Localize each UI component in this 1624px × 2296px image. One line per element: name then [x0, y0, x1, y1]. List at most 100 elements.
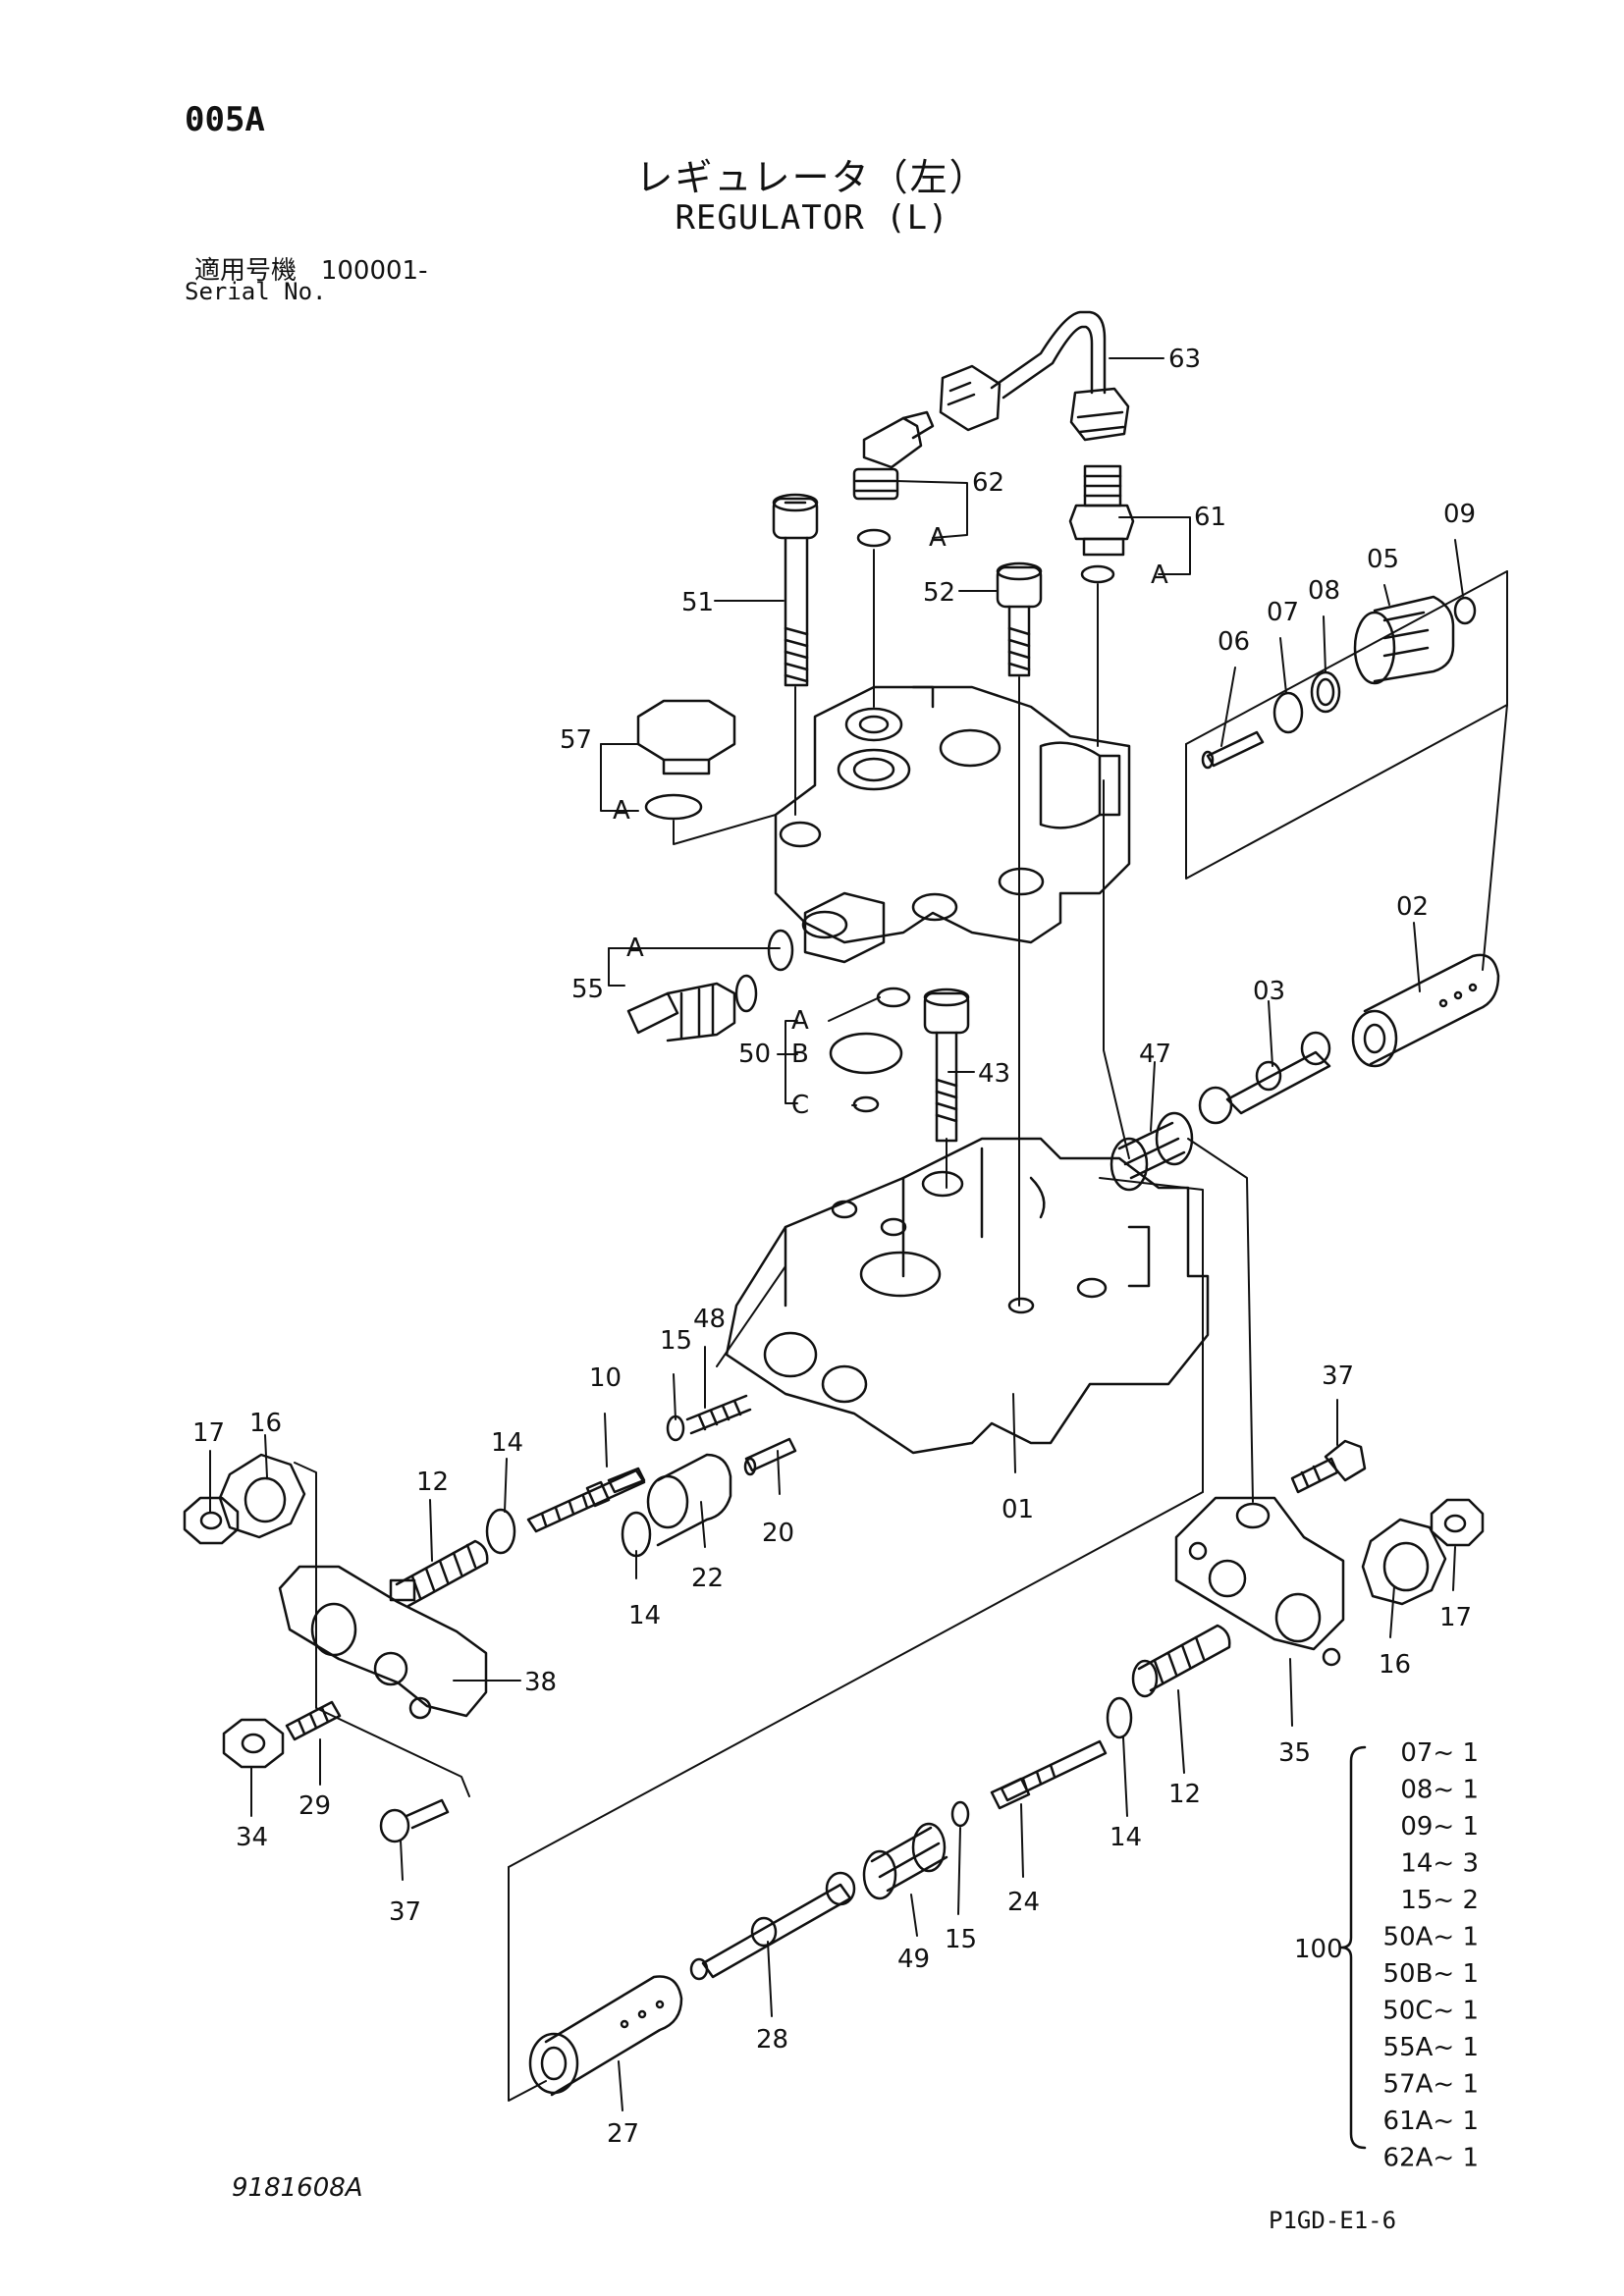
adjuster-12-right — [1131, 1624, 1231, 1698]
nut-16-right — [1361, 1518, 1447, 1606]
title-japanese: レギュレータ（左） — [635, 156, 989, 199]
callout-12-left: 12 — [416, 1468, 449, 1497]
callout-01: 01 — [1001, 1495, 1034, 1524]
bolt-52 — [996, 561, 1043, 677]
callout-05: 05 — [1367, 545, 1399, 574]
callout-28: 28 — [756, 2025, 788, 2055]
callout-48: 48 — [693, 1305, 726, 1334]
spring-48 — [685, 1394, 752, 1435]
callout-61-a: A — [1151, 561, 1168, 590]
kit-item: 14~ 3 — [1400, 1849, 1479, 1879]
sleeve-02 — [1351, 953, 1500, 1068]
callout-37-upper: 37 — [1322, 1362, 1354, 1391]
oring-14-right — [1106, 1696, 1133, 1739]
kit-item: 08~ 1 — [1400, 1776, 1479, 1805]
sleeve-27 — [528, 1975, 683, 2097]
kit-item: 55A~ 1 — [1383, 2033, 1479, 2062]
callout-16-right: 16 — [1379, 1650, 1411, 1680]
callout-52: 52 — [923, 578, 955, 608]
kit-item: 50C~ 1 — [1382, 1997, 1479, 2026]
callout-61: 61 — [1194, 503, 1226, 532]
callout-34: 34 — [236, 1823, 268, 1852]
callout-10: 10 — [589, 1363, 622, 1393]
bolt-37-upper-right — [1290, 1439, 1367, 1494]
serial-label-en: Serial No. — [185, 278, 327, 305]
bolt-43 — [923, 988, 970, 1143]
callout-20: 20 — [762, 1519, 794, 1548]
nut-16-left — [218, 1453, 306, 1539]
spool-10 — [526, 1467, 646, 1533]
callout-37-lower: 37 — [389, 1897, 421, 1927]
spool-28 — [689, 1871, 856, 1981]
bolt-51 — [772, 493, 819, 687]
callout-47: 47 — [1139, 1040, 1171, 1069]
kit-item: 07~ 1 — [1400, 1738, 1479, 1768]
callout-02: 02 — [1396, 892, 1429, 922]
callout-57-a: A — [613, 796, 630, 826]
assembly-lines — [294, 549, 1508, 2102]
valve-parts-upper-right — [1201, 595, 1477, 770]
elbow-62 — [852, 410, 935, 548]
callout-62: 62 — [972, 468, 1004, 498]
kit-item: 15~ 2 — [1400, 1886, 1479, 1915]
page-code: 005A — [185, 100, 265, 139]
callout-63: 63 — [1168, 345, 1201, 374]
plate-35 — [1174, 1496, 1345, 1667]
plug-57 — [636, 699, 736, 821]
kit-item: 50B~ 1 — [1382, 1959, 1479, 1989]
kit-item: 57A~ 1 — [1383, 2070, 1479, 2100]
callout-14-upper: 14 — [491, 1428, 523, 1458]
callout-62-a: A — [929, 523, 947, 553]
spool-03 — [1198, 1031, 1331, 1125]
kit-label: 100 — [1294, 1935, 1343, 1964]
kit-100: 100 07~ 1 08~ 1 09~ 1 14~ 3 15~ 2 50A~ 1 50B~ … — [1294, 1738, 1479, 2173]
callout-16-left: 16 — [249, 1409, 282, 1438]
callout-07: 07 — [1267, 598, 1299, 627]
callout-55-a: A — [626, 934, 644, 963]
callout-17-right: 17 — [1439, 1603, 1472, 1632]
nut-34 — [222, 1718, 285, 1769]
nut-17-right — [1430, 1498, 1485, 1547]
callout-50-b: B — [791, 1040, 809, 1069]
kit-item: 61A~ 1 — [1383, 2107, 1479, 2136]
leader-lines — [209, 357, 1464, 2111]
callout-55: 55 — [571, 975, 604, 1004]
callout-14-right: 14 — [1110, 1823, 1142, 1852]
pipe-63 — [939, 310, 1130, 442]
seals-50 — [829, 987, 911, 1113]
adjuster-12-left — [389, 1539, 489, 1608]
callout-08: 08 — [1308, 576, 1340, 606]
kit-item: 09~ 1 — [1400, 1812, 1479, 1842]
kit-item: 62A~ 1 — [1383, 2144, 1479, 2173]
callout-51: 51 — [681, 588, 714, 617]
callout-50: 50 — [738, 1040, 771, 1069]
kit-item: 50A~ 1 — [1383, 1923, 1479, 1952]
callout-29: 29 — [298, 1791, 331, 1821]
piston-22 — [646, 1453, 732, 1547]
spool-24 — [990, 1739, 1108, 1810]
callout-22: 22 — [691, 1564, 724, 1593]
upper-housing — [774, 685, 1131, 964]
bolt-37-lower-left — [379, 1798, 450, 1843]
callout-35: 35 — [1278, 1738, 1311, 1768]
callout-57: 57 — [560, 725, 592, 755]
oring-15-right — [950, 1800, 970, 1828]
callout-50-c: C — [791, 1091, 809, 1120]
spring-49 — [862, 1822, 948, 1900]
title-english: REGULATOR (L) — [675, 198, 949, 238]
adapter-61 — [1068, 464, 1135, 584]
main-body-01 — [725, 1137, 1210, 1455]
sensor-55 — [626, 929, 794, 1042]
callout-24: 24 — [1007, 1888, 1040, 1917]
drawing-number: 9181608A — [232, 2173, 363, 2203]
pin-20 — [743, 1437, 797, 1476]
serial-label-jp: 適用号機 100001- — [194, 250, 427, 287]
serial-label-jp-text: 適用号機 — [194, 256, 298, 286]
callout-49: 49 — [897, 1945, 930, 1974]
callout-14-lower: 14 — [628, 1601, 661, 1630]
callout-12-right: 12 — [1168, 1780, 1201, 1809]
screw-29 — [285, 1700, 342, 1741]
serial-value: 100001- — [320, 256, 428, 286]
callout-03: 03 — [1253, 977, 1285, 1006]
